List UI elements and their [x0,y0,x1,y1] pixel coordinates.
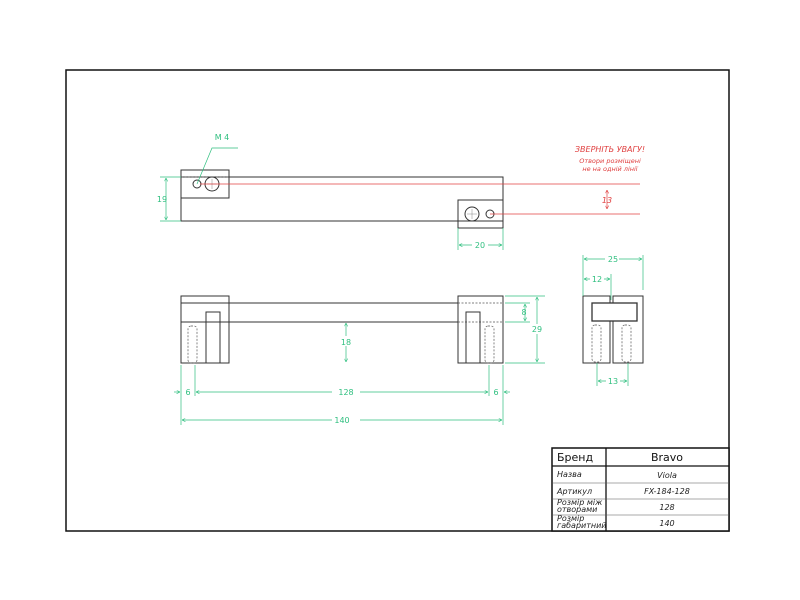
warning-title: ЗВЕРНІТЬ УВАГУ! [575,145,645,154]
name-label: Назва [557,470,582,479]
height-dimension: 19 [157,195,167,204]
screw-icon [464,206,480,222]
side-half-dimension: 12 [592,275,602,284]
warning-note: не на одній лінії [582,165,638,173]
clearance-dimension: 18 [341,338,351,347]
front-view: 18 8 29 128 6 6 140 [174,295,545,425]
side-view: 25 12 13 [582,254,644,386]
overall-size-label: Розмір [557,514,584,523]
overall-size-label: габаритний [557,521,607,530]
hole-spacing-label: Розмір між [557,498,603,507]
height-dimension: 29 [532,325,542,334]
thread-label: M 4 [215,133,230,142]
article-value: FX-184-128 [644,487,690,496]
overall-length-dimension: 140 [334,416,349,425]
thickness-dimension: 8 [521,308,526,317]
offset-dimension: 13 [602,196,612,205]
hole-spacing-value: 128 [659,503,674,512]
hole-spacing-label: отворами [557,505,597,514]
brand-value: Bravo [651,451,683,464]
side-holes-dimension: 13 [608,377,618,386]
top-view: 13 ЗВЕРНІТЬ УВАГУ! Отвори розміщені не н… [157,133,645,250]
overall-size-value: 140 [659,519,674,528]
edge-dimension: 6 [185,388,190,397]
side-width-dimension: 25 [608,255,618,264]
title-block: Бренд Bravo Назва Viola Артикул FX-184-1… [551,447,730,532]
drawing-frame [65,69,730,532]
article-label: Артикул [556,487,592,496]
hole-spacing-dimension: 128 [338,388,353,397]
warning-note: Отвори розміщені [579,157,641,165]
block-width-dimension: 20 [475,241,485,250]
brand-label: Бренд [557,451,593,464]
name-value: Viola [657,471,677,480]
edge-dimension: 6 [493,388,498,397]
